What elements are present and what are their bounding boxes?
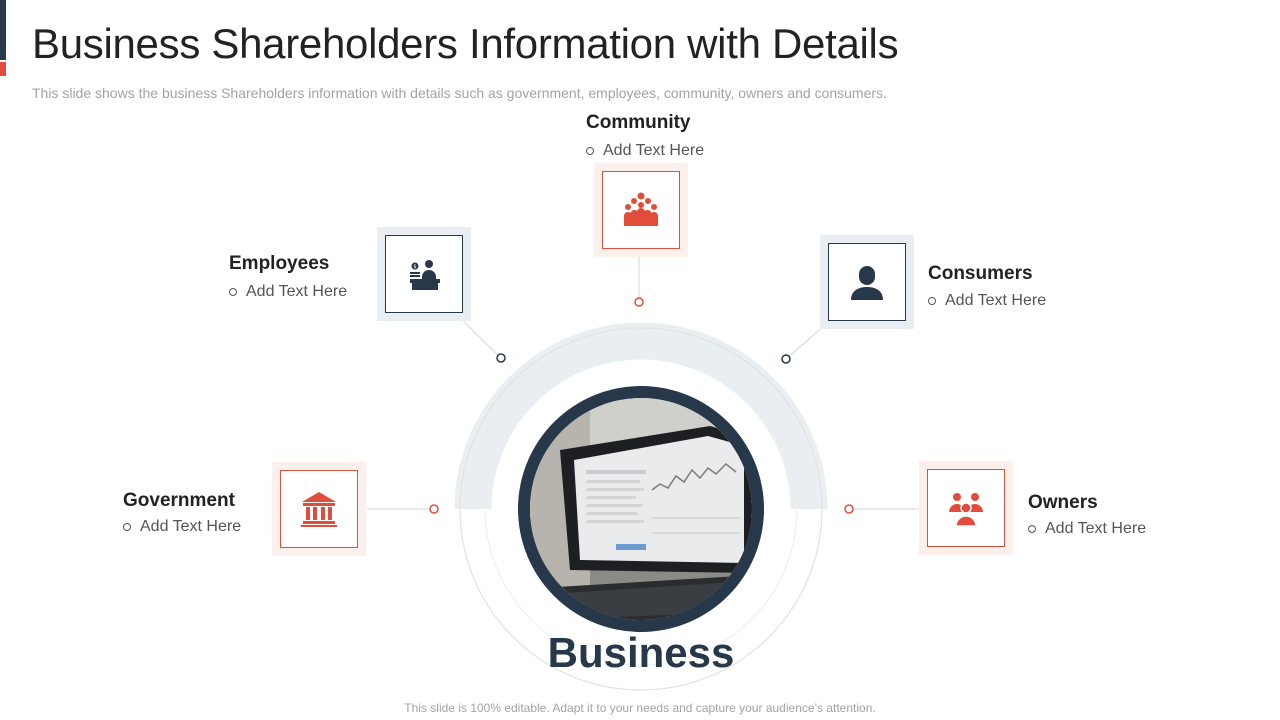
inner-ring-lower	[484, 352, 798, 666]
center-arc	[454, 322, 828, 510]
dot-employees	[496, 353, 506, 363]
dot-owners	[844, 504, 854, 514]
owners-text-item: Add Text Here	[1028, 520, 1146, 538]
employees-text-item: Add Text Here	[229, 283, 347, 301]
consumers-title: Consumers	[928, 263, 1033, 284]
owners-text: Add Text Here	[1045, 520, 1147, 537]
center-label: Business	[547, 629, 735, 676]
laptop-photo	[530, 398, 752, 620]
government-building-icon	[301, 492, 337, 527]
bullet-icon	[1028, 525, 1036, 533]
bullet-icon	[586, 147, 594, 155]
community-box	[594, 163, 688, 257]
owners-box	[919, 461, 1013, 555]
center-photo-frame	[518, 386, 764, 632]
community-icon	[624, 192, 658, 226]
government-text-item: Add Text Here	[123, 518, 241, 536]
bullet-icon	[229, 288, 237, 296]
slide-subtitle: This slide shows the business Shareholde…	[32, 85, 887, 101]
footer-note: This slide is 100% editable. Adapt it to…	[404, 701, 876, 715]
dot-government	[429, 504, 439, 514]
government-text: Add Text Here	[140, 518, 242, 535]
consumers-box	[820, 235, 914, 329]
connector-consumers	[785, 325, 825, 360]
government-box	[272, 462, 366, 556]
community-title: Community	[586, 112, 691, 133]
owners-group-icon	[949, 493, 983, 527]
consumer-icon	[851, 266, 883, 300]
bullet-icon	[928, 297, 936, 305]
dot-community	[634, 297, 644, 307]
slide-title: Business Shareholders Information with D…	[32, 20, 899, 67]
consumers-text-item: Add Text Here	[928, 292, 1046, 310]
consumers-text: Add Text Here	[945, 292, 1047, 309]
government-title: Government	[123, 490, 235, 511]
svg-text:$: $	[413, 264, 416, 270]
accent-bar-dark	[0, 0, 6, 60]
community-text: Add Text Here	[603, 142, 705, 159]
employee-desk-icon: $	[410, 260, 440, 290]
accent-bar-red	[0, 62, 6, 76]
dot-consumers	[781, 354, 791, 364]
employees-title: Employees	[229, 253, 330, 274]
employees-text: Add Text Here	[246, 283, 348, 300]
owners-title: Owners	[1028, 492, 1098, 513]
connector-employees	[457, 315, 502, 359]
employees-box: $	[377, 227, 471, 321]
outer-ring	[459, 327, 823, 691]
community-text-item: Add Text Here	[586, 142, 704, 160]
bullet-icon	[123, 523, 131, 531]
